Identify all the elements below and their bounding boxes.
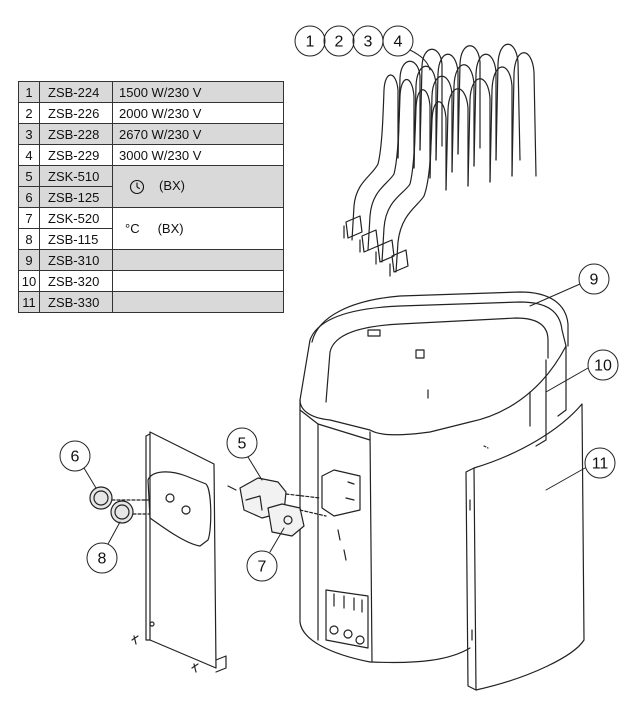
part-description bbox=[112, 291, 284, 313]
row-number: 6 bbox=[18, 186, 40, 208]
thermostat-label: (BX) bbox=[157, 221, 184, 236]
control-panel-drawing bbox=[89, 431, 237, 673]
timer-label: (BX) bbox=[159, 178, 185, 194]
callout-circle-8 bbox=[86, 542, 118, 574]
celsius-symbol: °C bbox=[125, 221, 140, 236]
part-code: ZSB-115 bbox=[39, 228, 113, 250]
callout-number-3: 3 bbox=[364, 34, 373, 51]
row-number: 9 bbox=[18, 249, 40, 271]
callout-circle-6 bbox=[59, 440, 91, 472]
callout-number-8: 8 bbox=[98, 551, 107, 568]
table-row: 9 ZSB-310 bbox=[18, 249, 284, 271]
parts-table: 1 ZSB-224 1500 W/230 V 2 ZSB-226 2000 W/… bbox=[18, 81, 284, 313]
part-description bbox=[112, 249, 284, 271]
callout-circle-7 bbox=[246, 550, 278, 582]
callout-circle-5 bbox=[226, 427, 258, 459]
table-row: 5 ZSK-510 (BX) bbox=[18, 165, 284, 208]
callout-number-7: 7 bbox=[258, 559, 267, 576]
part-code: ZSK-520 bbox=[39, 207, 113, 229]
heating-elements-drawing bbox=[343, 43, 537, 277]
table-row: 8 ZSB-115 bbox=[18, 228, 284, 250]
timer-description: (BX) bbox=[112, 165, 284, 208]
clock-icon bbox=[129, 179, 145, 194]
callout-leaders bbox=[59, 25, 619, 582]
row-number: 5 bbox=[18, 165, 40, 187]
callout-numbers: 1 2 3 4 5 6 7 8 9 10 11 bbox=[71, 34, 612, 576]
callout-circle-4 bbox=[382, 25, 414, 57]
callout-number-1: 1 bbox=[306, 34, 315, 51]
callout-circle-9 bbox=[578, 263, 610, 295]
row-number: 11 bbox=[18, 291, 40, 313]
callout-circle-10 bbox=[587, 349, 619, 381]
callout-number-11: 11 bbox=[592, 456, 609, 473]
part-code: ZSB-224 bbox=[39, 81, 113, 103]
part-description: 2670 W/230 V bbox=[112, 123, 284, 145]
callout-number-4: 4 bbox=[394, 34, 403, 51]
heater-body-drawing bbox=[299, 291, 585, 691]
callout-circle-11 bbox=[584, 447, 616, 479]
callout-number-2: 2 bbox=[335, 34, 344, 51]
table-row: 11 ZSB-330 bbox=[18, 291, 284, 313]
callout-circle-1 bbox=[294, 25, 326, 57]
callout-number-9: 9 bbox=[590, 272, 599, 289]
row-number: 10 bbox=[18, 270, 40, 292]
callout-circle-2 bbox=[323, 25, 355, 57]
table-row: 4 ZSB-229 3000 W/230 V bbox=[18, 144, 284, 166]
callout-number-6: 6 bbox=[71, 449, 80, 466]
part-code: ZSB-330 bbox=[39, 291, 113, 313]
callout-number-5: 5 bbox=[238, 436, 247, 453]
part-description: 3000 W/230 V bbox=[112, 144, 284, 166]
controller-units-drawing bbox=[239, 477, 327, 537]
callout-number-10: 10 bbox=[594, 358, 612, 375]
